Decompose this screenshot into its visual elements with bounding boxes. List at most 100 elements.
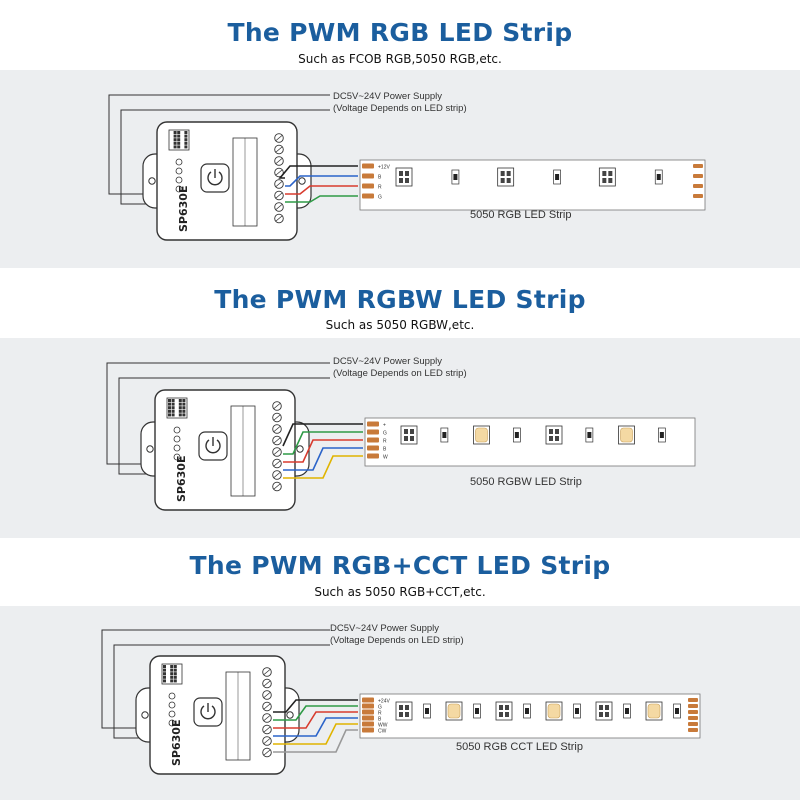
solder-pad	[367, 445, 379, 451]
led-strip	[364, 417, 696, 467]
solder-pad	[362, 173, 374, 179]
led-chip	[395, 167, 413, 187]
resistor-body	[587, 432, 592, 438]
pad-label: B	[378, 175, 382, 181]
led-chip	[545, 701, 563, 721]
solder-pad	[362, 709, 374, 715]
resistor-body	[525, 708, 529, 714]
power-wire-positive	[108, 94, 330, 195]
certification-marks-icon	[168, 692, 176, 727]
solder-pad-end	[693, 174, 703, 178]
power-wire-negative	[120, 109, 330, 205]
signal-wire	[285, 195, 358, 203]
pad-label: G	[383, 431, 387, 437]
power-supply-line2: (Voltage Depends on LED strip)	[333, 368, 467, 379]
solder-pad	[367, 453, 379, 459]
pad-label: CW	[378, 729, 387, 735]
solder-pad	[367, 429, 379, 435]
power-wire-negative	[118, 377, 330, 475]
power-supply-line1: DC5V~24V Power Supply	[333, 356, 443, 367]
led-chip	[545, 425, 563, 445]
signal-wire	[273, 705, 358, 721]
resistor-body	[659, 432, 664, 438]
solder-pad-end	[693, 194, 703, 198]
led-chip	[473, 425, 490, 445]
solder-pad	[367, 421, 379, 427]
resistor-body	[475, 708, 479, 714]
pad-label: G	[378, 705, 382, 711]
led-chip	[645, 701, 663, 721]
solder-pad	[362, 697, 374, 703]
strip-label: 5050 RGBW LED Strip	[470, 476, 582, 488]
power-wire-positive	[101, 629, 330, 729]
power-supply-line2: (Voltage Depends on LED strip)	[333, 103, 467, 114]
pad-label: R	[378, 185, 382, 191]
solder-pad	[367, 437, 379, 443]
led-chip	[395, 701, 413, 721]
signal-wire	[285, 185, 358, 195]
pad-label: W	[383, 455, 388, 461]
solder-pad-end	[688, 710, 698, 714]
led-chip	[400, 425, 418, 445]
qr-code-icon	[168, 129, 190, 151]
controller-model-label: SP630E	[175, 456, 188, 502]
led-strip	[359, 159, 706, 211]
power-supply-line2: (Voltage Depends on LED strip)	[330, 635, 464, 646]
power-icon	[200, 705, 216, 720]
section-rgbw: The PWM RGBW LED Strip Such as 5050 RGBW…	[0, 268, 800, 538]
power-supply-line1: DC5V~24V Power Supply	[333, 91, 443, 102]
power-supply-label: DC5V~24V Power Supply (Voltage Depends o…	[330, 623, 464, 647]
certification-marks-icon	[175, 158, 183, 193]
resistor-body	[575, 708, 579, 714]
qr-code-icon	[166, 397, 188, 419]
solder-pad-end	[688, 698, 698, 702]
strip-label: 5050 RGB LED Strip	[470, 209, 572, 221]
screw-hole	[148, 177, 156, 185]
led-chip	[598, 167, 616, 187]
power-icon	[205, 439, 221, 454]
pad-label: B	[383, 447, 387, 453]
power-supply-label: DC5V~24V Power Supply (Voltage Depends o…	[333, 356, 467, 380]
solder-pad-end	[688, 728, 698, 732]
signal-wire	[273, 711, 358, 729]
solder-pad	[362, 715, 374, 721]
pad-label: +12V	[378, 165, 390, 171]
signal-wire	[285, 175, 358, 187]
section-rgb: The PWM RGB LED Strip Such as FCOB RGB,5…	[0, 0, 800, 268]
led-chip	[445, 701, 463, 721]
solder-pad	[362, 727, 374, 733]
solder-pad	[362, 163, 374, 169]
section-subtitle: Such as 5050 RGB+CCT,etc.	[314, 585, 486, 599]
power-supply-line1: DC5V~24V Power Supply	[330, 623, 440, 634]
signal-wire	[273, 729, 358, 753]
resistor-body	[425, 708, 429, 714]
controller-model-label: SP630E	[177, 186, 190, 232]
signal-wire	[282, 423, 363, 447]
solder-pad	[362, 193, 374, 199]
led-chip	[495, 701, 513, 721]
led-chip	[618, 425, 635, 445]
pad-label: +24V	[378, 699, 390, 705]
solder-pad-end	[688, 722, 698, 726]
signal-wire	[273, 723, 358, 745]
signal-wire	[278, 165, 358, 179]
resistor-body	[675, 708, 679, 714]
screw-hole	[286, 711, 294, 719]
pad-label: B	[378, 717, 382, 723]
signal-wire	[273, 717, 358, 737]
certification-marks-icon	[173, 426, 181, 461]
solder-pad	[362, 183, 374, 189]
strip-label: 5050 RGB CCT LED Strip	[456, 741, 583, 753]
qr-code-icon	[161, 663, 183, 685]
solder-pad-end	[693, 164, 703, 168]
screw-hole	[296, 445, 304, 453]
solder-pad-end	[693, 184, 703, 188]
signal-wire	[283, 431, 363, 455]
section-rgbcct: The PWM RGB+CCT LED Strip Such as 5050 R…	[0, 536, 800, 800]
screw-hole	[141, 711, 149, 719]
resistor-body	[453, 174, 458, 180]
signal-wire	[273, 699, 358, 713]
led-chip	[595, 701, 613, 721]
pad-label: R	[378, 711, 382, 717]
